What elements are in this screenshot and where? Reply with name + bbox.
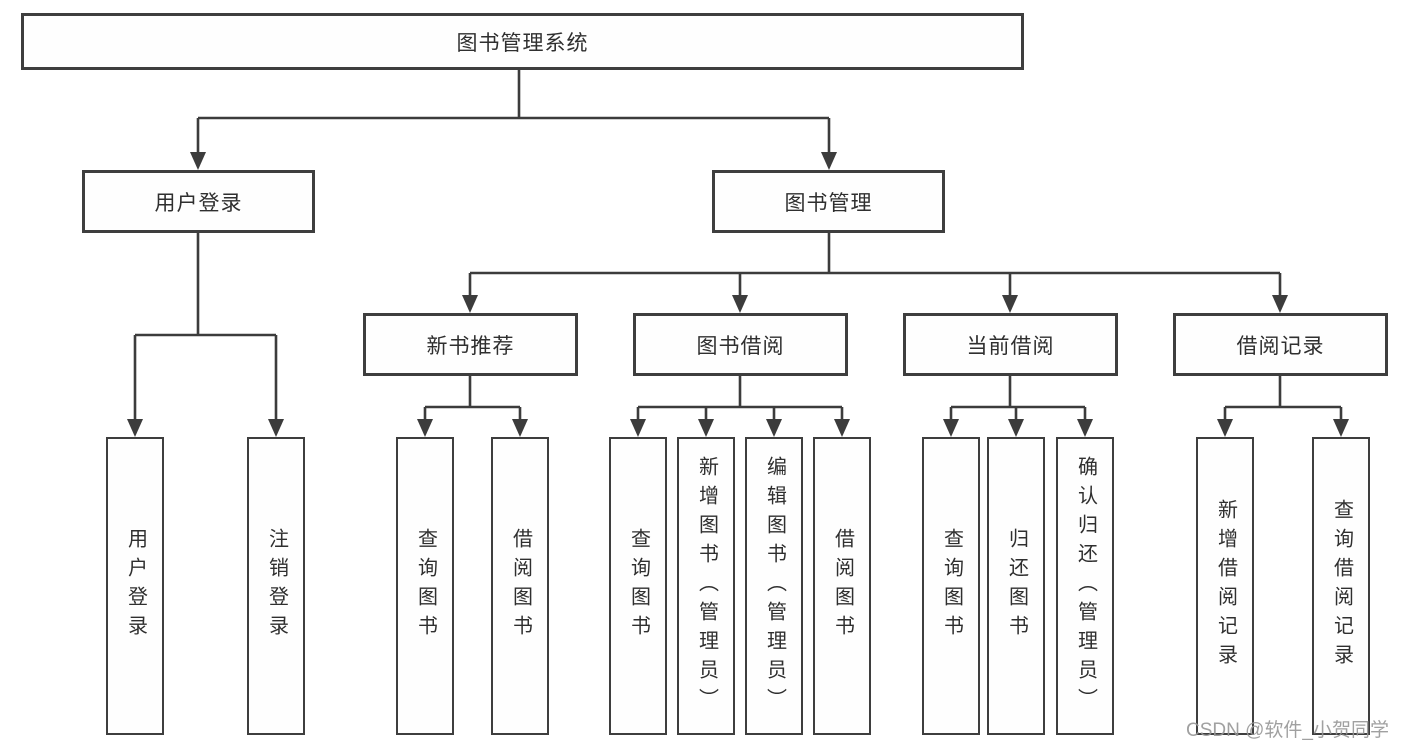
connector-borrow-records-to-leaves — [1217, 376, 1349, 437]
node-user-login: 用户登录 — [82, 170, 315, 233]
connector-new-books-to-leaves — [417, 376, 528, 437]
node-label: 图书借阅 — [696, 334, 785, 358]
leaf-current-return: 归还图书 — [987, 437, 1045, 735]
connector-book-borrow-to-leaves — [630, 376, 850, 437]
leaf-borrow-add-admin: 新增图书（管理员） — [677, 437, 735, 735]
node-label: 用户登录 — [154, 191, 243, 215]
connector-book-mgmt-to-level3 — [462, 233, 1288, 313]
leaf-label: 注销登录 — [265, 528, 288, 644]
leaf-label: 确认归还（管理员） — [1074, 455, 1097, 717]
node-label: 图书管理 — [784, 191, 873, 215]
node-new-book-recommend: 新书推荐 — [363, 313, 578, 376]
leaf-record-add: 新增借阅记录 — [1196, 437, 1254, 735]
connector-root-to-level2 — [190, 70, 837, 170]
leaf-label: 查询图书 — [940, 528, 963, 644]
node-borrow-records: 借阅记录 — [1173, 313, 1388, 376]
connector-user-login-to-leaves — [127, 233, 284, 437]
leaf-current-query: 查询图书 — [922, 437, 980, 735]
leaf-borrow-edit-admin: 编辑图书（管理员） — [745, 437, 803, 735]
leaf-label: 用户登录 — [124, 528, 147, 644]
leaf-label: 借阅图书 — [831, 528, 854, 644]
leaf-label: 查询图书 — [414, 528, 437, 644]
leaf-label: 查询借阅记录 — [1330, 499, 1353, 673]
leaf-label: 借阅图书 — [509, 528, 532, 644]
connector-current-borrow-to-leaves — [943, 376, 1093, 437]
leaf-newbook-borrow: 借阅图书 — [491, 437, 549, 735]
leaf-user-login: 用户登录 — [106, 437, 164, 735]
node-library-system: 图书管理系统 — [21, 13, 1024, 70]
leaf-record-query: 查询借阅记录 — [1312, 437, 1370, 735]
leaf-logout: 注销登录 — [247, 437, 305, 735]
leaf-label: 编辑图书（管理员） — [763, 455, 786, 717]
leaf-label: 新增图书（管理员） — [695, 455, 718, 717]
leaf-label: 查询图书 — [627, 528, 650, 644]
leaf-borrow-query: 查询图书 — [609, 437, 667, 735]
leaf-label: 新增借阅记录 — [1214, 499, 1237, 673]
node-book-borrow: 图书借阅 — [633, 313, 848, 376]
node-label: 借阅记录 — [1236, 334, 1325, 358]
node-label: 当前借阅 — [966, 334, 1055, 358]
node-current-borrow: 当前借阅 — [903, 313, 1118, 376]
node-label: 图书管理系统 — [456, 31, 589, 55]
leaf-borrow-book: 借阅图书 — [813, 437, 871, 735]
leaf-current-confirm-admin: 确认归还（管理员） — [1056, 437, 1114, 735]
node-book-management: 图书管理 — [712, 170, 945, 233]
csdn-watermark: CSDN @软件_小贺同学 — [1186, 720, 1389, 741]
leaf-label: 归还图书 — [1005, 528, 1028, 644]
leaf-newbook-query: 查询图书 — [396, 437, 454, 735]
node-label: 新书推荐 — [426, 334, 515, 358]
